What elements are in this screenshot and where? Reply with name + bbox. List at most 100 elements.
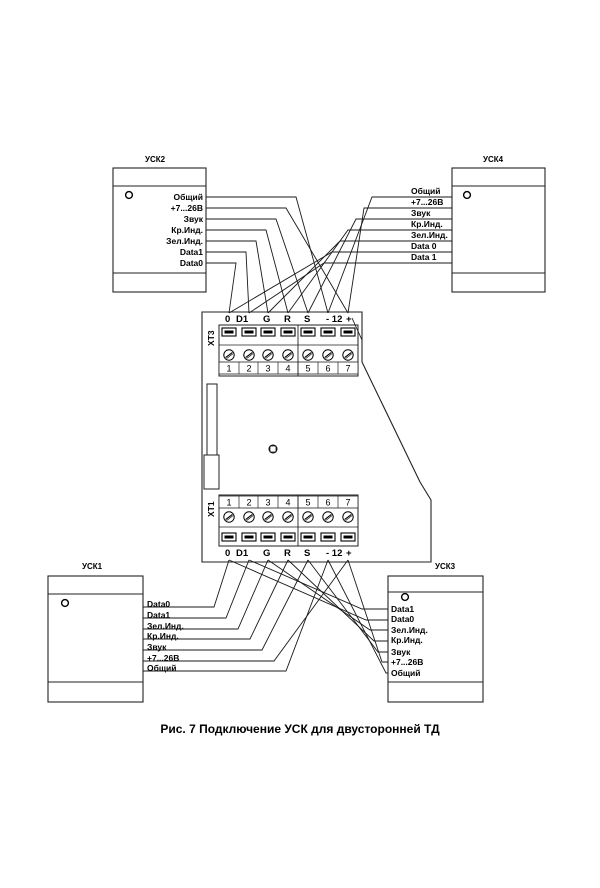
usk1-title: УСК1	[82, 562, 103, 571]
reader-usk3: УСК3 Data1 Data0 Зел.Инд. Кр.Инд. Звук +…	[387, 562, 484, 703]
wire-usk3-2	[267, 559, 388, 631]
board-hole-icon	[268, 444, 278, 454]
usk3-row-data0: Data0	[391, 614, 414, 624]
wire-usk4-3	[287, 229, 452, 314]
xt3-socket-slot	[343, 330, 353, 334]
usk1-row-green-led: Зел.Инд.	[147, 621, 184, 631]
wire-usk1-2	[143, 559, 269, 630]
xt1-term-label-d1: D1	[236, 548, 249, 559]
wire-usk2-4	[206, 240, 269, 314]
xt3-socket-slot	[244, 330, 254, 334]
reader-usk1: УСК1 Data0 Data1 Зел.Инд. Кр.Инд. Звук +…	[47, 562, 184, 703]
wire-usk4-4	[267, 240, 452, 314]
xt1-term-label-g: G	[263, 548, 270, 559]
wire-usk2-0	[206, 196, 329, 314]
usk4-row-green-led: Зел.Инд.	[411, 230, 448, 240]
xt3-terminal-number: 2	[246, 364, 251, 374]
xt1-screw-slot	[345, 515, 353, 521]
xt3-terminal-number: 3	[265, 364, 270, 374]
xt3-screw-slot	[304, 351, 312, 359]
usk1-body	[47, 575, 144, 703]
wire-usk3-3	[287, 559, 388, 642]
wire-usk1-0	[143, 559, 230, 608]
usk3-title: УСК3	[435, 562, 456, 571]
usk2-row-power: +7...26В	[171, 203, 203, 213]
xt1-terminal-number: 5	[305, 498, 310, 508]
xt3-screw-slot	[344, 351, 352, 359]
usk2-row-common: Общий	[174, 192, 203, 202]
usk1-row-sound: Звук	[147, 642, 167, 652]
xt1-socket-slot	[263, 535, 273, 539]
wire-usk4-6	[248, 262, 452, 314]
xt3-screw-slot	[284, 351, 292, 359]
usk4-title: УСК4	[483, 155, 504, 164]
xt1-terminal-number: 4	[285, 498, 290, 508]
xt1-screw-slot	[325, 515, 333, 521]
usk4-row-common: Общий	[411, 186, 440, 196]
usk1-row-data0: Data0	[147, 599, 170, 609]
usk1-led-icon	[60, 598, 70, 608]
xt1-terminal-number: 3	[265, 498, 270, 508]
xt3-screw-slot	[325, 353, 333, 359]
wire-usk1-1	[143, 559, 250, 619]
wire-usk1-5	[143, 559, 349, 662]
wire-usk1-4	[143, 559, 309, 651]
wire-usk1-3	[143, 559, 289, 640]
xt1-socket-slot	[323, 535, 333, 539]
wire-usk4-1	[347, 207, 452, 314]
xt1-number-strip	[218, 495, 359, 509]
usk1-row-red-led: Кр.Инд.	[147, 631, 179, 641]
xt1-terminal-number: 1	[226, 498, 231, 508]
xt3-socket-slot	[283, 330, 293, 334]
xt3-term-label-plus: +	[346, 314, 352, 325]
usk2-led-icon	[124, 190, 134, 200]
xt3-term-label-12: - 12	[326, 314, 342, 325]
xt1-label: XT1	[206, 501, 216, 517]
wiring	[143, 196, 452, 674]
xt3-screw-slot	[245, 351, 253, 359]
xt1-screw-slot	[226, 515, 234, 521]
xt3-screw-slot	[285, 353, 293, 359]
wire-plus-link	[351, 317, 363, 341]
xt1-term-label-0: 0	[225, 548, 230, 559]
usk3-row-sound: Звук	[391, 647, 411, 657]
xt3-term-label-g: G	[263, 314, 270, 325]
wire-usk2-6	[206, 262, 237, 314]
xt3-term-label-0: 0	[225, 314, 230, 325]
wire-usk3-0	[248, 559, 388, 610]
xt3-label: XT3	[206, 330, 216, 346]
wire-usk4-0	[327, 196, 452, 314]
xt3-screw-slot	[324, 351, 332, 359]
xt3-term-label-s: S	[304, 314, 310, 325]
usk1-row-power: +7...26В	[147, 653, 179, 663]
usk3-row-common: Общий	[391, 668, 420, 678]
usk2-title: УСК2	[145, 155, 166, 164]
xt3-screw-slot	[345, 353, 353, 359]
wire-usk4-5	[228, 251, 452, 314]
usk3-led-icon	[400, 592, 410, 602]
xt1-screw-slot	[225, 513, 233, 521]
xt1-screw-slot	[245, 513, 253, 521]
xt3-terminal-number: 7	[345, 364, 350, 374]
usk2-row-data1: Data1	[180, 247, 203, 257]
usk1-row-common: Общий	[147, 663, 176, 673]
usk2-row-green-led: Зел.Инд.	[166, 236, 203, 246]
board-slot-base	[203, 454, 220, 490]
usk3-body	[387, 575, 484, 703]
xt3-screw-slot	[265, 353, 273, 359]
xt1-socket-slot	[224, 535, 234, 539]
wire-usk2-5	[206, 251, 250, 314]
xt1-terminal-number: 2	[246, 498, 251, 508]
xt1-screw-slot	[324, 513, 332, 521]
xt3-socket-slot	[263, 330, 273, 334]
xt3-screw-slot	[246, 353, 254, 359]
wire-usk2-1	[206, 207, 349, 314]
reader-usk4: УСК4 Общий +7...26В Звук Кр.Инд. Зел.Инд…	[411, 155, 546, 293]
xt3-socket-slot	[224, 330, 234, 334]
xt3-term-label-d1: D1	[236, 314, 249, 325]
controller-board: XT3 XT1 0 D1 G R S - 12 + 0 D1 G R S - 1…	[201, 311, 432, 563]
wire-usk2-3	[206, 229, 289, 314]
xt1-screw-slot	[264, 513, 272, 521]
